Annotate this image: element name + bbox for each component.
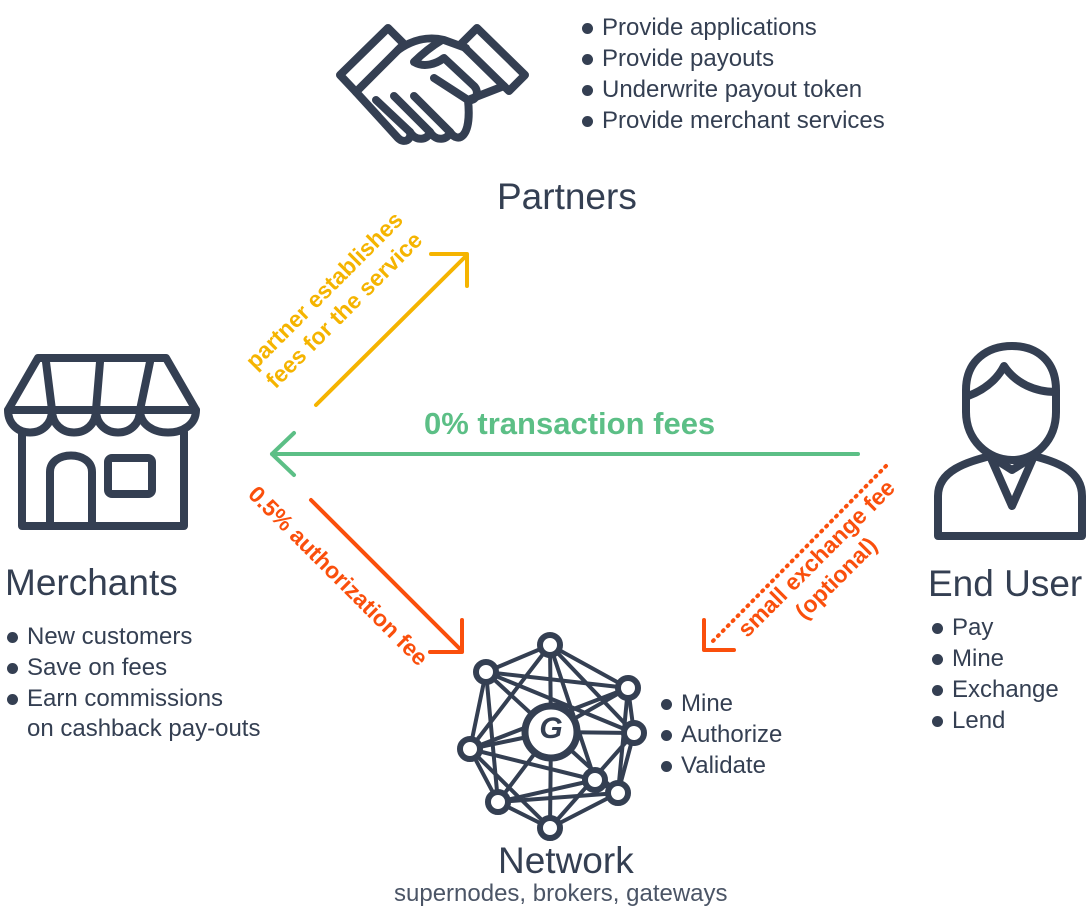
merchants-title: Merchants bbox=[5, 562, 178, 603]
mesh-node bbox=[582, 767, 608, 793]
network-subtitle: supernodes, brokers, gateways bbox=[394, 880, 728, 907]
mesh-node bbox=[537, 632, 563, 658]
mesh-link bbox=[468, 747, 552, 830]
network-bullet-list: Mine Authorize Validate bbox=[659, 688, 782, 781]
mesh-link bbox=[484, 670, 630, 690]
mesh-link bbox=[616, 686, 630, 795]
mesh-link bbox=[496, 778, 597, 804]
storefront-icon bbox=[4, 354, 200, 530]
mesh-link bbox=[548, 643, 636, 735]
transaction-fee-label: 0% transaction fees bbox=[424, 406, 716, 441]
mesh-node bbox=[473, 659, 499, 685]
handshake-icon bbox=[336, 24, 529, 145]
partners-bullet: Provide applications bbox=[580, 12, 885, 43]
transaction-fee-arrow bbox=[270, 431, 860, 477]
mesh-link bbox=[468, 643, 552, 751]
mesh-node bbox=[605, 780, 631, 806]
user-icon bbox=[934, 342, 1086, 540]
network-bullet: Mine bbox=[659, 688, 782, 719]
network-title: Network bbox=[498, 840, 634, 881]
merchants-bullet: Save on fees bbox=[5, 652, 223, 683]
end-user-bullet: Mine bbox=[930, 643, 1059, 674]
end-user-bullet-list: Pay Mine Exchange Lend bbox=[930, 612, 1059, 736]
partners-bullet: Underwrite payout token bbox=[580, 74, 885, 105]
merchants-bullet: New customers bbox=[5, 621, 223, 652]
mesh-node bbox=[621, 720, 647, 746]
mesh-center-node bbox=[521, 702, 581, 762]
partner-fee-arrow bbox=[314, 252, 469, 407]
partners-title: Partners bbox=[497, 176, 637, 217]
mesh-link bbox=[496, 791, 620, 804]
partners-bullet: Provide merchant services bbox=[580, 105, 885, 136]
mesh-link bbox=[548, 643, 630, 690]
merchants-bullet-continuation: on cashback pay-outs bbox=[27, 715, 261, 742]
mesh-link bbox=[484, 670, 636, 735]
mesh-link bbox=[484, 670, 500, 804]
merchants-bullet-list: New customers Save on fees Earn commissi… bbox=[5, 621, 223, 714]
mesh-node bbox=[537, 815, 563, 841]
end-user-bullet: Lend bbox=[930, 705, 1059, 736]
network-logo-letter: G bbox=[539, 712, 563, 745]
mesh-node bbox=[457, 736, 483, 762]
mesh-node bbox=[485, 789, 511, 815]
network-mesh-icon bbox=[457, 632, 647, 841]
mesh-link bbox=[468, 747, 597, 782]
mesh-link bbox=[468, 670, 488, 751]
end-user-bullet: Exchange bbox=[930, 674, 1059, 705]
network-bullet: Validate bbox=[659, 750, 782, 781]
partners-bullet: Provide payouts bbox=[580, 43, 885, 74]
partners-bullet-list: Provide applications Provide payouts Und… bbox=[580, 12, 885, 136]
merchants-bullet: Earn commissions bbox=[5, 683, 223, 714]
network-bullet: Authorize bbox=[659, 719, 782, 750]
end-user-title: End User bbox=[928, 563, 1083, 604]
exchange-fee-arrow bbox=[702, 464, 888, 652]
end-user-bullet: Pay bbox=[930, 612, 1059, 643]
authorization-fee-arrow bbox=[309, 498, 464, 654]
mesh-node bbox=[615, 675, 641, 701]
